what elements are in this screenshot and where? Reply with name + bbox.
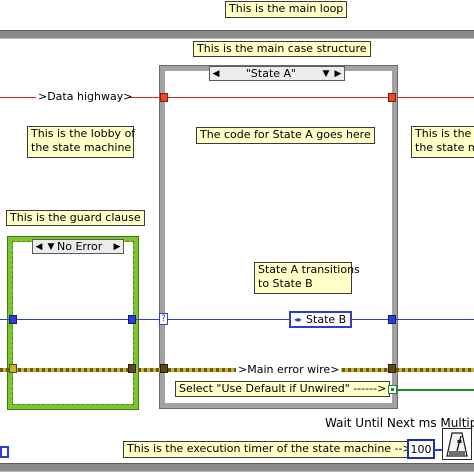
- guard-case-inner-border: [12, 241, 134, 405]
- wait-function-label: Wait Until Next ms Multiple: [325, 416, 474, 430]
- state-a-transition-line-1: State A transitions: [258, 263, 360, 276]
- timer-constant[interactable]: 100: [407, 439, 435, 459]
- question-icon[interactable]: ?: [159, 313, 168, 325]
- lobby-comment-line-1: This is the lobby of: [31, 127, 136, 140]
- stop-boolean-tunnel[interactable]: [388, 385, 397, 394]
- triangle-down-icon[interactable]: ▼: [322, 68, 330, 79]
- main-case-structure[interactable]: [159, 65, 398, 409]
- lobby-comment: This is the lobby of the state machine: [27, 126, 136, 158]
- guard-selector[interactable]: ◀ ▼ No Error ▶: [32, 239, 124, 254]
- arrow-right-icon[interactable]: ▶: [113, 241, 121, 252]
- timer-wire[interactable]: [434, 449, 442, 451]
- guard-error-output-tunnel[interactable]: [128, 364, 136, 373]
- arrow-left-icon[interactable]: ◀: [212, 68, 220, 79]
- use-default-comment: Select "Use Default if Unwired" ------>: [175, 381, 391, 397]
- data-highway-output-tunnel[interactable]: [388, 93, 396, 102]
- data-highway-label: >Data highway>: [38, 90, 133, 103]
- state-enum-output-tunnel[interactable]: [388, 315, 396, 324]
- data-highway-wire-left[interactable]: [0, 97, 36, 98]
- next-state-comment-line-2: the state m: [415, 141, 474, 154]
- stop-boolean-wire[interactable]: [397, 389, 474, 391]
- state-b-enum-constant[interactable]: ◂▸ State B: [289, 311, 352, 328]
- case-error-output-tunnel[interactable]: [388, 364, 396, 373]
- case-selector-value: "State A": [245, 66, 297, 80]
- main-error-wire-label: >Main error wire>: [236, 363, 342, 376]
- loop-iteration-terminal[interactable]: [0, 446, 9, 458]
- state-a-transition-comment: State A transitions to State B: [254, 262, 360, 294]
- next-state-comment: This is the s the state m: [411, 126, 474, 158]
- state-b-constant-value: State B: [306, 313, 347, 326]
- data-highway-wire-inner[interactable]: [168, 97, 392, 98]
- arrow-left-icon[interactable]: ◀: [35, 241, 43, 252]
- guard-error-input-tunnel[interactable]: [9, 364, 17, 373]
- guard-selector-value: No Error: [57, 239, 103, 253]
- guard-clause-label: This is the guard clause: [6, 210, 145, 226]
- state-a-code-comment: The code for State A goes here: [196, 127, 375, 144]
- main-loop-frame-bottom[interactable]: [0, 463, 474, 472]
- data-highway-wire-right[interactable]: [397, 97, 474, 98]
- data-highway-wire-mid[interactable]: [128, 97, 164, 98]
- next-state-comment-line-1: This is the s: [415, 127, 474, 140]
- metronome-icon[interactable]: [442, 428, 472, 460]
- state-enum-wire[interactable]: [0, 319, 474, 320]
- main-loop-frame-top[interactable]: [0, 30, 474, 39]
- arrow-right-icon[interactable]: ▶: [334, 68, 342, 79]
- execution-timer-comment: This is the execution timer of the state…: [123, 441, 416, 458]
- main-case-label: This is the main case structure: [193, 41, 371, 57]
- state-a-transition-line-2: to State B: [258, 277, 313, 290]
- enum-dropdown-icon[interactable]: ◂▸: [294, 315, 303, 324]
- guard-enum-output-tunnel[interactable]: [128, 315, 136, 324]
- case-selector[interactable]: ◀ "State A" ▼ ▶: [209, 66, 345, 81]
- data-highway-input-tunnel[interactable]: [160, 93, 168, 102]
- lobby-comment-line-2: the state machine: [31, 141, 132, 154]
- triangle-down-icon[interactable]: ▼: [47, 241, 55, 252]
- case-error-input-tunnel[interactable]: [160, 364, 168, 373]
- guard-enum-input-tunnel[interactable]: [9, 315, 17, 324]
- main-loop-label: This is the main loop: [225, 1, 348, 18]
